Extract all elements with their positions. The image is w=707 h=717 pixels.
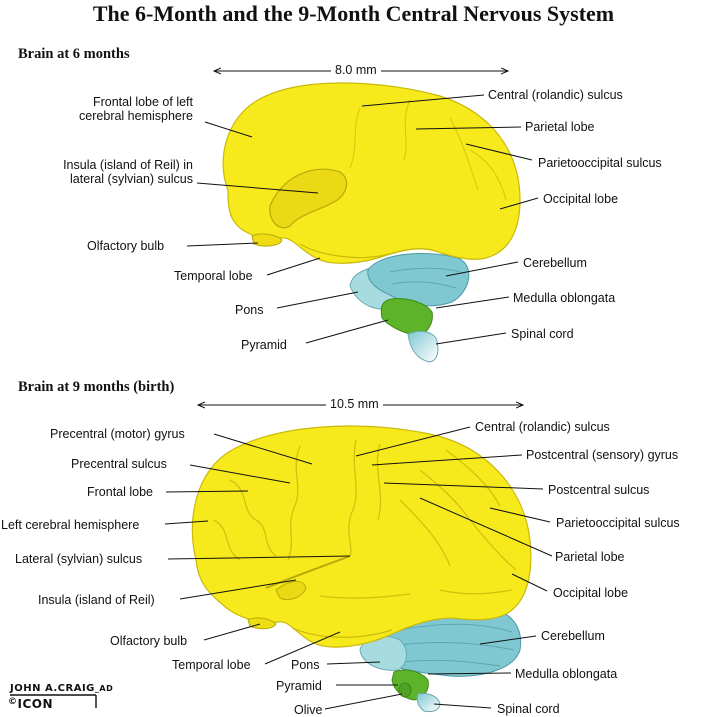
icon-logo-text: ICON <box>17 697 54 711</box>
label-9-temporal-lobe: Temporal lobe <box>172 658 251 672</box>
label-6-insula: Insula (island of Reil) in lateral (sylv… <box>63 158 193 186</box>
label-9-parietal-lobe: Parietal lobe <box>555 550 625 564</box>
label-6-temporal-lobe: Temporal lobe <box>174 269 253 283</box>
label-9-cerebellum: Cerebellum <box>541 629 605 643</box>
copyright-symbol: © <box>8 697 18 707</box>
label-9-precentral-gyrus: Precentral (motor) gyrus <box>50 427 185 441</box>
label-9-lateral-sulcus: Lateral (sylvian) sulcus <box>15 552 143 566</box>
label-9-left-cerebral-hemisphere: Left cerebral hemisphere <box>1 518 140 532</box>
label-9-parietooccipital-sulcus: Parietooccipital sulcus <box>556 516 680 530</box>
label-6-spinal-cord: Spinal cord <box>511 327 574 341</box>
brain-9-months <box>191 425 532 713</box>
label-9-pons: Pons <box>291 658 320 672</box>
label-6-parietal-lobe: Parietal lobe <box>525 120 595 134</box>
heading-brain-9: Brain at 9 months (birth) <box>18 379 175 395</box>
artist-name: JOHN A.CRAIG <box>10 683 95 694</box>
label-6-pyramid: Pyramid <box>241 338 287 352</box>
publisher-logo: ©ICON <box>8 697 53 711</box>
label-9-spinal-cord: Spinal cord <box>497 702 560 716</box>
label-6-frontal-lobe: Frontal lobe of left cerebral hemisphere <box>79 95 193 123</box>
scale-label-9: 10.5 mm <box>326 397 383 411</box>
label-6-cerebellum: Cerebellum <box>523 256 587 270</box>
label-6-occipital-lobe: Occipital lobe <box>543 192 619 206</box>
label-9-pyramid: Pyramid <box>276 679 322 693</box>
label-9-insula: Insula (island of Reil) <box>38 593 155 607</box>
olive-shape-9 <box>398 682 412 698</box>
leader-lines-9 <box>164 426 553 710</box>
label-9-postcentral-gyrus: Postcentral (sensory) gyrus <box>526 448 679 462</box>
label-6-pons: Pons <box>235 303 264 317</box>
label-9-precentral-sulcus: Precentral sulcus <box>71 457 167 471</box>
spinal-cord-shape-6 <box>407 330 439 363</box>
insula-shape-9 <box>275 581 307 601</box>
page-title: The 6-Month and the 9-Month Central Nerv… <box>92 1 615 26</box>
label-6-medulla-oblongata: Medulla oblongata <box>513 291 616 305</box>
cerebellum-shape-6 <box>367 253 470 307</box>
artist-suffix: _AD <box>94 684 114 693</box>
label-6-central-sulcus: Central (rolandic) sulcus <box>488 88 623 102</box>
label-9-central-sulcus: Central (rolandic) sulcus <box>475 420 610 434</box>
heading-brain-6: Brain at 6 months <box>18 46 130 62</box>
leader-lines-6 <box>186 94 539 345</box>
label-9-olive: Olive <box>294 703 323 717</box>
label-9-medulla-oblongata: Medulla oblongata <box>515 667 618 681</box>
label-9-occipital-lobe: Occipital lobe <box>553 586 629 600</box>
label-9-postcentral-sulcus: Postcentral sulcus <box>548 483 650 497</box>
scale-label-6: 8.0 mm <box>331 63 381 77</box>
olfactory-bulb-shape-6 <box>251 233 283 247</box>
cerebrum-shape-9 <box>191 425 532 648</box>
insula-shape-6 <box>269 168 348 229</box>
brain-6-months <box>222 82 521 363</box>
label-6-olfactory-bulb: Olfactory bulb <box>87 239 165 253</box>
label-6-parietooccipital-sulcus: Parietooccipital sulcus <box>538 156 662 170</box>
label-9-frontal-lobe: Frontal lobe <box>87 485 154 499</box>
spinal-cord-shape-9 <box>416 693 441 713</box>
label-9-olfactory-bulb: Olfactory bulb <box>110 634 188 648</box>
artist-signature: JOHN A.CRAIG_AD <box>10 683 113 694</box>
olfactory-bulb-shape-9 <box>247 617 277 630</box>
